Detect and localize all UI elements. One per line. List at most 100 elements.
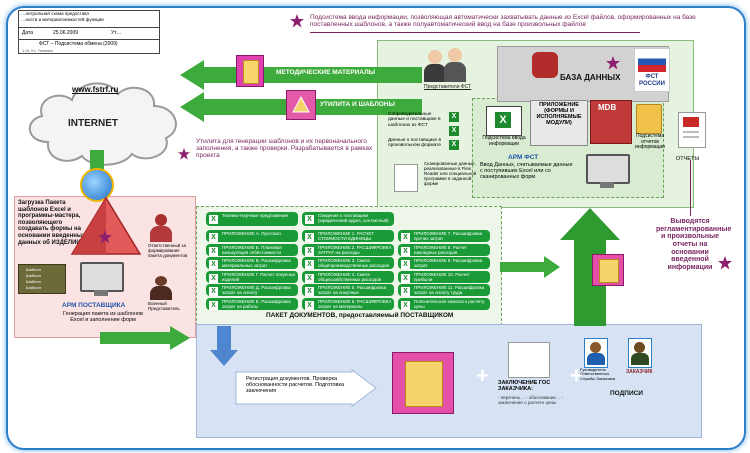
excel-icon: X bbox=[401, 260, 410, 269]
fst-xls-1-icon: X bbox=[449, 112, 459, 122]
package-doc-label: ПРИЛОЖЕНИЕ 5. Расшифровка затрат на поку… bbox=[318, 285, 387, 296]
fst-left-item-2: Данные о поставщике в произвольном форма… bbox=[388, 138, 442, 149]
head-label: Руководитель Ответственного Службы Заказ… bbox=[580, 367, 616, 381]
header-version: 1.01 Уч. Техника bbox=[22, 48, 53, 53]
header-line2: …ности и материалоемкостей функции bbox=[21, 17, 104, 22]
fst-xls-2-icon: X bbox=[449, 126, 459, 136]
database-cylinder-icon bbox=[532, 52, 558, 78]
plus-sign: + bbox=[476, 363, 489, 388]
excel-icon: X bbox=[401, 287, 410, 296]
arm-fst-title: АРМ ФСТ bbox=[508, 154, 539, 161]
package-doc-label: ПРИЛОЖЕНИЕ 7. Расшифровка прочих затрат bbox=[414, 231, 483, 242]
excel-icon: X bbox=[305, 233, 314, 242]
package-header-right[interactable]: X Сведения о поставщике (юридический адр… bbox=[302, 212, 394, 226]
representatives-people-icon bbox=[424, 46, 468, 84]
package-doc-label: ПРИЛОЖЕНИЕ 8. Расчет накладных расходов bbox=[414, 244, 468, 255]
supplier-arm-title: АРМ ПОСТАВЩИКА bbox=[62, 302, 126, 309]
methods-arrow-label: МЕТОДИЧЕСКИЕ МАТЕРИАЛЫ bbox=[276, 69, 376, 76]
customer-check-text: Регистрация документов. Проверка обоснов… bbox=[246, 376, 345, 395]
package-header-left[interactable]: X Технико-Научные предложения bbox=[206, 212, 298, 226]
app-modules-box bbox=[530, 100, 588, 146]
to-customer-arrow bbox=[210, 326, 238, 366]
package-doc-label: ПРИЛОЖЕНИЕ В. Расшифровка материальных з… bbox=[222, 258, 291, 269]
input-subsystem-label: Подсистема ввода информации bbox=[482, 135, 526, 147]
customer-role-label: ЗАКАЗЧИК bbox=[626, 369, 653, 375]
package-doc-3-5[interactable]: X ПРИЛОЖЕНИЕ 11. Расшифровка затрат на оп… bbox=[398, 284, 490, 296]
fst-scan-doc-icon bbox=[394, 164, 418, 192]
ie-browser-icon bbox=[80, 168, 114, 202]
supplier-pyramid-icon bbox=[70, 196, 142, 255]
to-fst-arrow bbox=[560, 208, 620, 326]
package-to-fst-arrow bbox=[500, 256, 560, 278]
methods-book-icon bbox=[236, 55, 264, 87]
fst-left-item-1: Сопроводительные данные и поставщике в ш… bbox=[388, 112, 441, 128]
customer-check-arrow bbox=[235, 369, 377, 407]
conclusion-items: - перечень… - обоснование… - заключение … bbox=[498, 395, 564, 405]
supplier-product-image bbox=[18, 264, 66, 294]
internet-url[interactable]: www.fstrf.ru bbox=[72, 85, 119, 94]
supplier-file-4[interactable]: Шаблон bbox=[26, 285, 41, 290]
responsible-person-icon bbox=[150, 214, 172, 242]
excel-icon: X bbox=[305, 246, 314, 256]
reports-doc-icon bbox=[678, 112, 706, 148]
package-doc-label: ПРИЛОЖЕНИЕ 4. Смета общехозяйственных ра… bbox=[318, 271, 382, 282]
outer-frame bbox=[6, 6, 746, 450]
package-doc-label: ПРИЛОЖЕНИЕ Г. Расчет покупных изделий bbox=[222, 271, 296, 282]
package-doc-3-4[interactable]: X ПРИЛОЖЕНИЕ 10. Расчет прибыли bbox=[398, 270, 490, 283]
excel-icon: X bbox=[495, 112, 511, 128]
customer-person-icon bbox=[628, 338, 652, 368]
package-doc-label: ПРИЛОЖЕНИЕ 6. РАСШИФРОВКА затрат на мате… bbox=[318, 298, 392, 309]
supplier-file-3[interactable]: Шаблон bbox=[26, 279, 41, 284]
utility-arrow-label: УТИЛИТА И ШАБЛОНЫ bbox=[320, 101, 395, 108]
supplier-file-1[interactable]: Шаблон bbox=[26, 267, 41, 272]
header-box: …онтрольная схема предоставл …ности и ма… bbox=[18, 10, 160, 54]
header-code: Ут… bbox=[111, 30, 122, 36]
excel-icon: X bbox=[209, 273, 218, 283]
to-package-arrow bbox=[100, 326, 190, 350]
package-doc-label: ПРИЛОЖЕНИЕ А. Протокол bbox=[222, 231, 281, 236]
excel-icon: X bbox=[401, 273, 410, 283]
reports-note: Выводятся регламентированные и произволь… bbox=[656, 218, 732, 272]
to-fst-folder-icon bbox=[592, 254, 624, 286]
excel-icon: X bbox=[209, 287, 218, 296]
package-doc-label: ПРИЛОЖЕНИЕ Б. Плановая калькуляция себес… bbox=[222, 244, 282, 255]
input-subsystem-box: X bbox=[486, 106, 522, 136]
excel-icon: X bbox=[305, 287, 314, 296]
utility-triangle-icon bbox=[292, 95, 310, 113]
excel-icon: X bbox=[305, 273, 314, 283]
supplier-file-2[interactable]: Шаблон bbox=[26, 273, 41, 278]
package-doc-3-3[interactable]: X ПРИЛОЖЕНИЕ 9. Расшифровка затрат bbox=[398, 257, 490, 269]
package-doc-2-4[interactable]: X ПРИЛОЖЕНИЕ 4. Смета общехозяйственных р… bbox=[302, 270, 394, 283]
fst-star-icon bbox=[606, 56, 620, 70]
header-date-label: Дата bbox=[22, 30, 34, 36]
supplier-star-icon bbox=[98, 230, 112, 244]
package-doc-label: ПРИЛОЖЕНИЕ 11. Расшифровка затрат на опл… bbox=[414, 285, 485, 296]
excel-icon: X bbox=[401, 300, 410, 310]
fst-logo-text: ФСТ РОССИИ bbox=[639, 74, 665, 87]
package-doc-label: ПРИЛОЖЕНИЕ 10. Расчет прибыли bbox=[414, 271, 470, 282]
package-doc-2-6[interactable]: X ПРИЛОЖЕНИЕ 6. РАСШИФРОВКА затрат на мат… bbox=[302, 297, 394, 310]
excel-icon: X bbox=[305, 300, 314, 310]
fst-logo: ФСТ РОССИИ bbox=[634, 48, 670, 92]
package-doc-1-4[interactable]: X ПРИЛОЖЕНИЕ Г. Расчет покупных изделий bbox=[206, 270, 298, 283]
package-doc-label: ПРИЛОЖЕНИЕ Е. Расшифровка затрат на рабо… bbox=[222, 298, 291, 309]
header-divider bbox=[19, 27, 159, 28]
supplier-monitor-icon bbox=[80, 262, 124, 298]
utility-note-star-icon bbox=[178, 148, 190, 160]
package-doc-label: ПРИЛОЖЕНИЕ 9. Расшифровка затрат bbox=[414, 258, 483, 269]
package-doc-2-5[interactable]: X ПРИЛОЖЕНИЕ 5. Расшифровка затрат на пок… bbox=[302, 284, 394, 296]
top-note-star-icon bbox=[290, 14, 304, 28]
top-note-underline bbox=[310, 32, 640, 33]
